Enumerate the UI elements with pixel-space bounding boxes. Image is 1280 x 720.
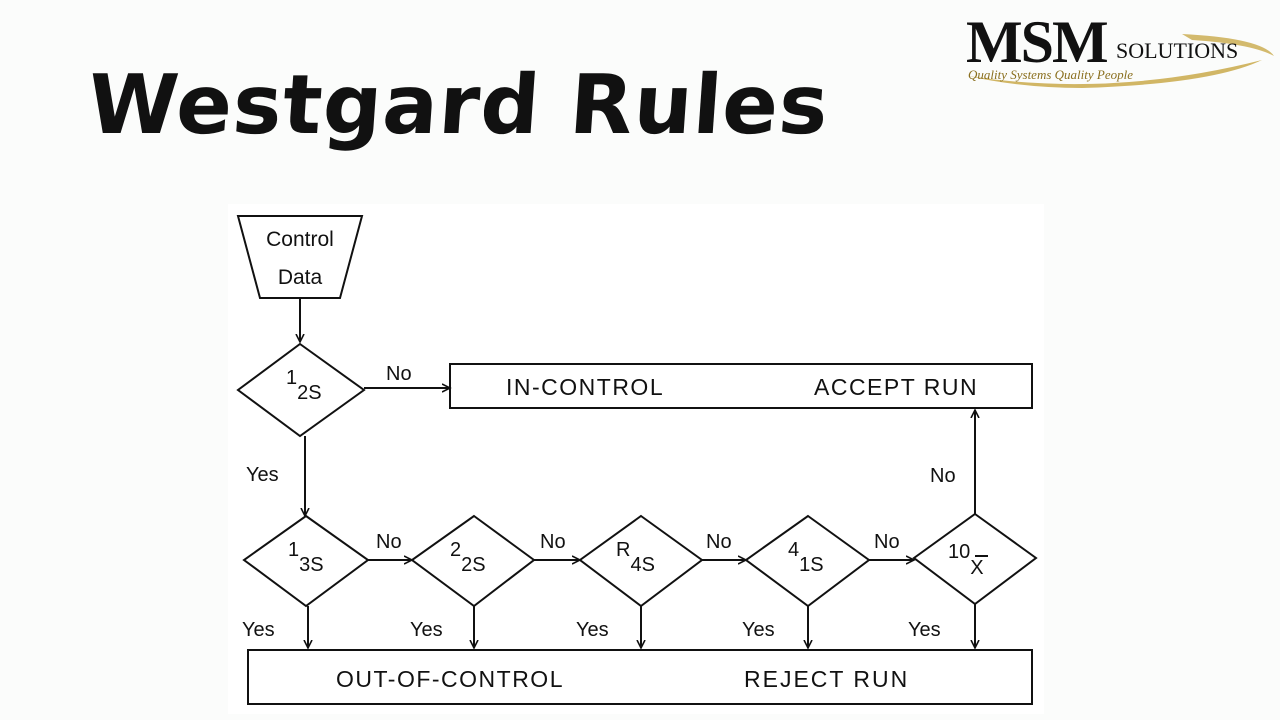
rule-4-label: R4S (616, 539, 655, 576)
control-data-shape (236, 215, 364, 299)
logo-word: SOLUTIONS (1116, 38, 1238, 63)
rule-1-sub: 2S (297, 382, 321, 404)
accept-box-right-text: ACCEPT RUN (814, 374, 978, 400)
rule-5-label: 41S (788, 539, 824, 576)
rule-3-base: 2 (450, 539, 461, 561)
rule-4-sub: 4S (630, 554, 654, 576)
control-data-line-2: Data (278, 266, 323, 289)
slide-title: Westgard Rules (84, 58, 833, 153)
rule-6-no-label: No (930, 465, 956, 487)
rule-5-yes-label: Yes (742, 619, 775, 641)
rule-2-base: 1 (288, 539, 299, 561)
rule-3-sub: 2S (461, 554, 485, 576)
rule-3-no-label: No (540, 531, 566, 553)
rule-1-label: 12S (286, 367, 322, 404)
rule-2-diamond (242, 514, 370, 608)
rule-4-base: R (616, 539, 630, 561)
rule-4-no-label: No (706, 531, 732, 553)
reject-box-left-text: OUT-OF-CONTROL (336, 666, 564, 692)
logo-swoosh (968, 60, 1262, 88)
rule-2-no-label: No (376, 531, 402, 553)
rule-2-yes-label: Yes (242, 619, 275, 641)
rule-5-sub: 1S (799, 554, 823, 576)
rule-6-yes-label: Yes (908, 619, 941, 641)
control-data-line-1: Control (266, 228, 334, 251)
rule-5-base: 4 (788, 539, 799, 561)
accept-run-box (449, 363, 1033, 409)
rule-1-yes-label: Yes (246, 464, 279, 486)
rule-3-yes-label: Yes (410, 619, 443, 641)
logo-swoosh-upper (1182, 34, 1274, 56)
reject-run-box (247, 649, 1033, 705)
rule-1-diamond (236, 342, 366, 438)
msm-solutions-logo: MSM SOLUTIONS Quality Systems Quality Pe… (966, 9, 1274, 88)
rule-3-label: 22S (450, 539, 486, 576)
logo-tagline: Quality Systems Quality People (968, 67, 1133, 82)
rule-6-sub: X (970, 557, 983, 579)
rule-1-no-label: No (386, 363, 412, 385)
reject-box-right-text: REJECT RUN (744, 666, 909, 692)
rule-6-label: 10X (948, 541, 984, 579)
rule-4-yes-label: Yes (576, 619, 609, 641)
logo-letters: MSM (966, 9, 1107, 75)
accept-box-left-text: IN-CONTROL (506, 374, 664, 400)
rule-2-sub: 3S (299, 554, 323, 576)
rule-6-base: 10 (948, 541, 970, 563)
rule-2-label: 13S (288, 539, 324, 576)
rule-5-no-label: No (874, 531, 900, 553)
westgard-flowchart: Control Data 12S 13S 22S R4S 41S 10X IN-… (228, 204, 1044, 714)
rule-1-base: 1 (286, 367, 297, 389)
